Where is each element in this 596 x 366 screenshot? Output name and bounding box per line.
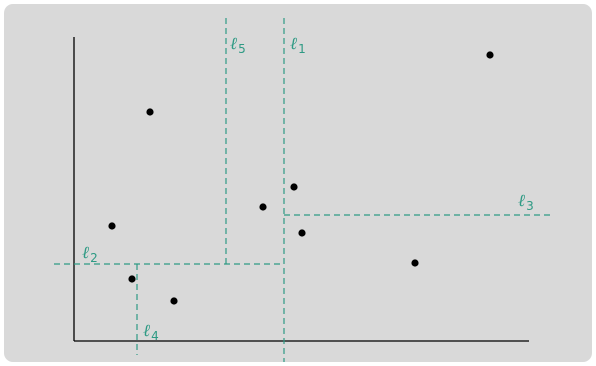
split-label-letter: ℓ (82, 243, 89, 263)
split-label-l2: ℓ2 (82, 243, 98, 265)
split-label-index: 1 (298, 42, 306, 56)
point-p9 (486, 51, 494, 59)
data-points (108, 51, 494, 305)
split-label-index: 5 (238, 42, 246, 56)
split-label-l1: ℓ1 (290, 34, 306, 56)
split-label-letter: ℓ (230, 34, 237, 54)
split-label-letter: ℓ (518, 191, 525, 211)
split-label-letter: ℓ (143, 321, 150, 341)
point-p8 (411, 259, 419, 267)
point-p1 (146, 108, 154, 116)
point-p4 (170, 297, 178, 305)
split-label-index: 3 (526, 199, 534, 213)
split-lines (54, 18, 552, 362)
split-label-index: 4 (151, 329, 159, 343)
point-p3 (128, 275, 136, 283)
point-p2 (108, 222, 116, 230)
split-label-index: 2 (90, 251, 98, 265)
diagram-background (4, 4, 592, 362)
split-label-l4: ℓ4 (143, 321, 159, 343)
split-label-l3: ℓ3 (518, 191, 534, 213)
split-label-letter: ℓ (290, 34, 297, 54)
point-p6 (290, 183, 298, 191)
axes (73, 37, 529, 342)
point-p7 (298, 229, 306, 237)
split-label-l5: ℓ5 (230, 34, 246, 56)
point-p5 (259, 203, 267, 211)
